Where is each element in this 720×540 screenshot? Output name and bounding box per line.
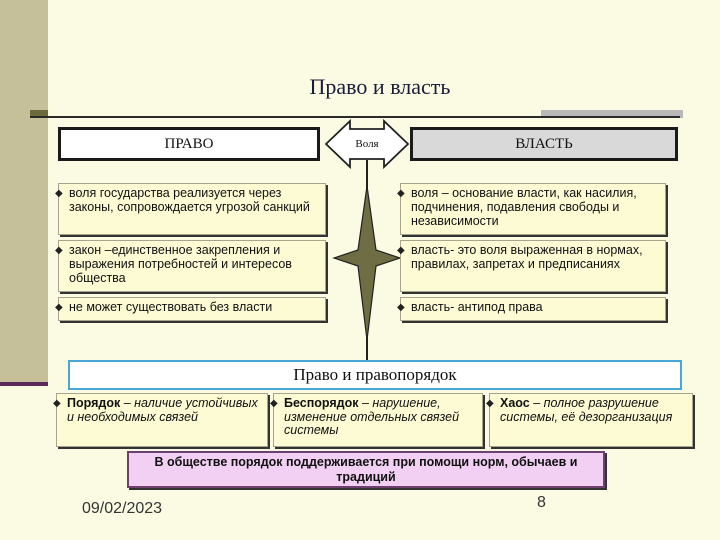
bullet-icon: ◆ [270, 398, 278, 409]
left-item-1: ◆ воля государства реализуется через зак… [55, 183, 326, 235]
sub-box-poryadok: ◆ Порядок – наличие устойчивых и необход… [53, 393, 268, 447]
pravoporyadok-band: Право и правопорядок [68, 360, 682, 390]
title-rule-accent-left [30, 110, 48, 116]
bullet-icon: ◆ [397, 245, 405, 256]
left-item-3: ◆ не может существовать без власти [55, 297, 326, 321]
bullet-icon: ◆ [397, 188, 405, 199]
page-number: 8 [537, 494, 546, 511]
bottom-statement: В обществе порядок поддерживается при по… [127, 451, 605, 488]
connector-label: Воля [355, 138, 379, 150]
star-shape [332, 185, 402, 341]
right-item-2: ◆ власть- это воля выраженная в нормах, … [397, 240, 666, 292]
bullet-icon: ◆ [55, 302, 63, 313]
title-rule [30, 116, 680, 118]
bullet-icon: ◆ [486, 398, 494, 409]
footer-date: 09/02/2023 [82, 500, 163, 517]
sub-box-khaos: ◆ Хаос – полное разрушение системы, её д… [486, 393, 693, 447]
vlast-header: ВЛАСТЬ [410, 127, 678, 161]
slide-title: Право и власть [309, 74, 451, 99]
double-arrow-shape [324, 118, 410, 170]
right-item-1: ◆ воля – основание власти, как насилия, … [397, 183, 666, 235]
bullet-icon: ◆ [397, 302, 405, 313]
title-rule-accent-right [541, 110, 683, 118]
sub-box-besporyadok: ◆ Беспорядок – нарушение, изменение отде… [270, 393, 483, 447]
bullet-icon: ◆ [55, 245, 63, 256]
left-decor-line [0, 382, 48, 386]
bullet-icon: ◆ [55, 188, 63, 199]
left-decor-bar [0, 0, 48, 382]
right-item-3: ◆ власть- антипод права [397, 297, 666, 321]
bullet-icon: ◆ [53, 398, 61, 409]
left-item-2: ◆ закон –единственное закрепления и выра… [55, 240, 326, 292]
pravo-header: ПРАВО [58, 127, 320, 161]
